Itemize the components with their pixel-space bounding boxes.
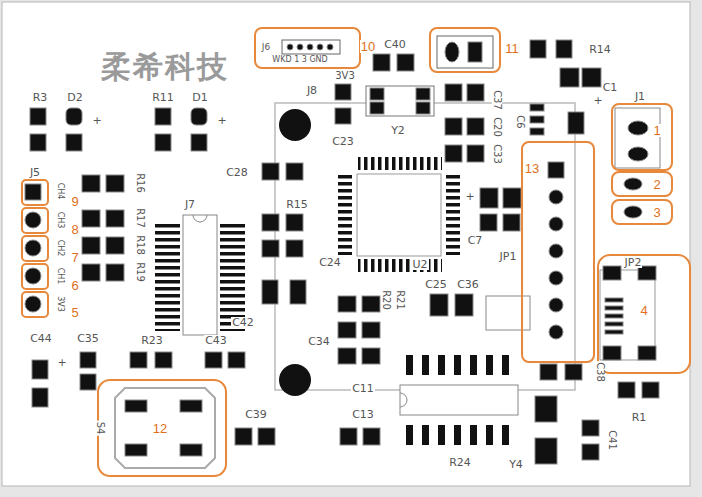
silkscreen-label: J5 [29, 167, 41, 178]
silkscreen-label: R16 [135, 172, 145, 194]
callout-number: 6 [70, 279, 79, 292]
silkscreen-label: Y2 [390, 125, 406, 136]
silkscreen-label: R1 [631, 412, 648, 423]
callout-number: 2 [652, 178, 661, 191]
silkscreen-label: D1 [191, 92, 208, 103]
silkscreen-label: C35 [76, 333, 100, 344]
silkscreen-label: C33 [492, 143, 502, 165]
silkscreen-label: J6 [261, 43, 271, 52]
callout-number: 10 [360, 40, 376, 53]
silkscreen-label: C28 [225, 167, 249, 178]
callout-number: 1 [652, 124, 661, 137]
silkscreen-label: C20 [492, 116, 502, 138]
silkscreen-label: U2 [411, 259, 428, 270]
silkscreen-label: C39 [244, 409, 268, 420]
silkscreen-label: C43 [204, 335, 228, 346]
silkscreen-label: C40 [383, 39, 407, 50]
silkscreen-label: + [464, 191, 475, 202]
silkscreen-label: CH1 [56, 267, 64, 286]
silkscreen-label: R11 [151, 92, 175, 103]
silkscreen-label: JP2 [624, 257, 643, 268]
silkscreen-label: R15 [285, 199, 309, 210]
silkscreen-label: CH3 [56, 211, 64, 230]
silkscreen-label: + [56, 357, 67, 368]
silkscreen-label: R20 [381, 289, 391, 311]
silkscreen-label: C7 [467, 235, 484, 246]
silkscreen-label: J1 [634, 91, 646, 102]
silkscreen-label: C38 [595, 361, 605, 383]
silkscreen-label: R14 [588, 44, 612, 55]
callout-number: 13 [524, 162, 540, 175]
callout-number: 7 [70, 251, 79, 264]
callout-number: 11 [504, 42, 520, 55]
silkscreen-label: C44 [29, 333, 53, 344]
silkscreen-label: R24 [448, 457, 472, 468]
silkscreen-label: JP1 [499, 251, 518, 262]
silkscreen-label: R3 [32, 92, 49, 103]
silkscreen-label: D2 [66, 92, 83, 103]
silkscreen-label: C42 [231, 317, 255, 328]
silkscreen-label: C36 [456, 279, 480, 290]
silkscreen-label: C13 [351, 409, 375, 420]
silkscreen-label: + [91, 115, 102, 126]
silkscreen-label: J8 [306, 85, 318, 96]
silkscreen-label: C11 [351, 383, 375, 394]
silkscreen-label: C37 [492, 89, 502, 111]
silkscreen-label: 3V3 [56, 295, 64, 313]
silkscreen-label: C6 [515, 114, 525, 129]
silkscreen-label: R21 [395, 289, 405, 311]
silkscreen-label: C24 [318, 257, 342, 268]
silkscreen-label: R17 [135, 207, 145, 229]
silkscreen-label: C41 [607, 429, 617, 451]
callout-number: 9 [70, 195, 79, 208]
callout-number: 4 [639, 304, 648, 317]
silkscreen-label: 3V3 [334, 71, 356, 81]
callout-number: 8 [70, 223, 79, 236]
silkscreen-label: S4 [95, 421, 105, 436]
silkscreen-label: CH4 [56, 182, 64, 201]
silkscreen-label: + [216, 115, 227, 126]
callout-number: 12 [152, 422, 168, 435]
silkscreen-label: C23 [331, 136, 355, 147]
silkscreen-label: R18 [135, 234, 145, 256]
silkscreen-label: J7 [184, 199, 196, 210]
silkscreen-label: CH2 [56, 239, 64, 258]
silkscreen-label: WKD 1 3 GND [271, 56, 328, 64]
silkscreen-label: R23 [140, 335, 164, 346]
silkscreen-label: C1 [602, 82, 619, 93]
silkscreen-label: Y4 [508, 459, 524, 470]
silkscreen-label: R19 [135, 261, 145, 283]
silkscreen-label: C34 [307, 336, 331, 347]
silkscreen-label: + [592, 95, 603, 106]
callout-number: 3 [652, 206, 661, 219]
watermark-title: 柔希科技 [100, 52, 230, 82]
callout-number: 5 [70, 306, 79, 319]
silkscreen-label: C25 [424, 279, 448, 290]
